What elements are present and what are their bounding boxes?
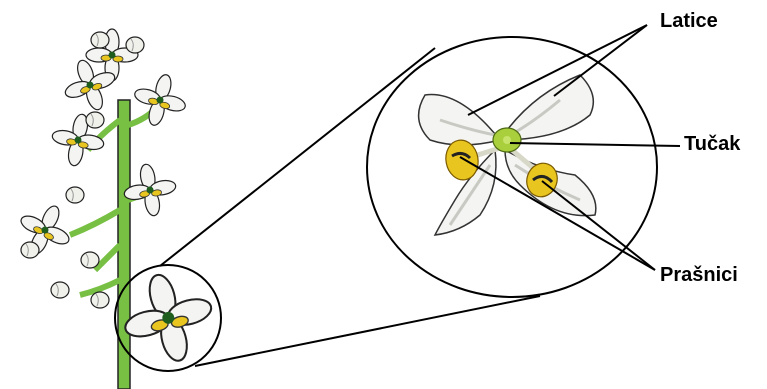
petals-label: Latice [660, 10, 718, 33]
pistil-label: Tučak [684, 133, 740, 156]
magnified-flower-circle [367, 37, 657, 297]
magnified-pistil [493, 128, 521, 152]
small-flower-circle [114, 264, 222, 372]
stamens-label: Prašnici [660, 264, 738, 287]
